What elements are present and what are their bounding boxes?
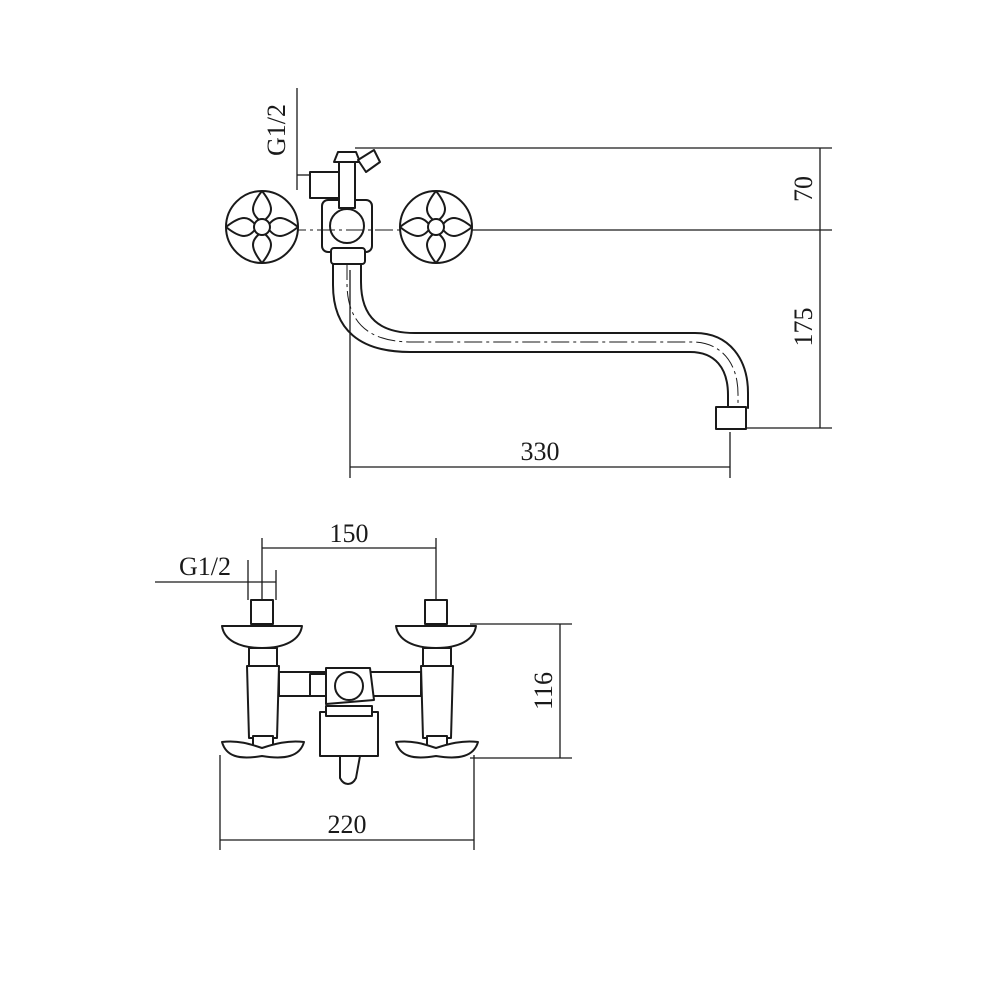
front-view-dimension-lines (155, 538, 572, 850)
left-lever-handle (221, 740, 305, 759)
front-dim-overall-width: 220 (328, 810, 367, 839)
side-view-dimension-lines (296, 88, 832, 478)
aerator-nozzle (715, 406, 747, 430)
side-dim-top-height: 70 (789, 176, 818, 202)
side-dim-spout-reach: 330 (521, 437, 560, 466)
front-dim-inlet-spacing: 150 (330, 519, 369, 548)
side-view: G1/2 70 175 330 (225, 88, 832, 478)
front-view: G1/2 150 116 220 (155, 519, 572, 850)
right-lever-handle (395, 740, 479, 759)
right-cross-handle (399, 190, 473, 264)
front-thread-label: G1/2 (179, 552, 231, 581)
diverter-lever (333, 149, 381, 209)
mixer-body (230, 199, 470, 265)
side-dim-spout-drop: 175 (789, 308, 818, 347)
left-cross-handle (225, 190, 299, 264)
side-thread-label: G1/2 (262, 104, 291, 156)
left-riser (221, 599, 303, 749)
right-riser (395, 599, 477, 749)
front-mixer-body (278, 667, 422, 785)
front-dim-body-height: 116 (529, 672, 558, 710)
spout-pipe (332, 261, 749, 430)
